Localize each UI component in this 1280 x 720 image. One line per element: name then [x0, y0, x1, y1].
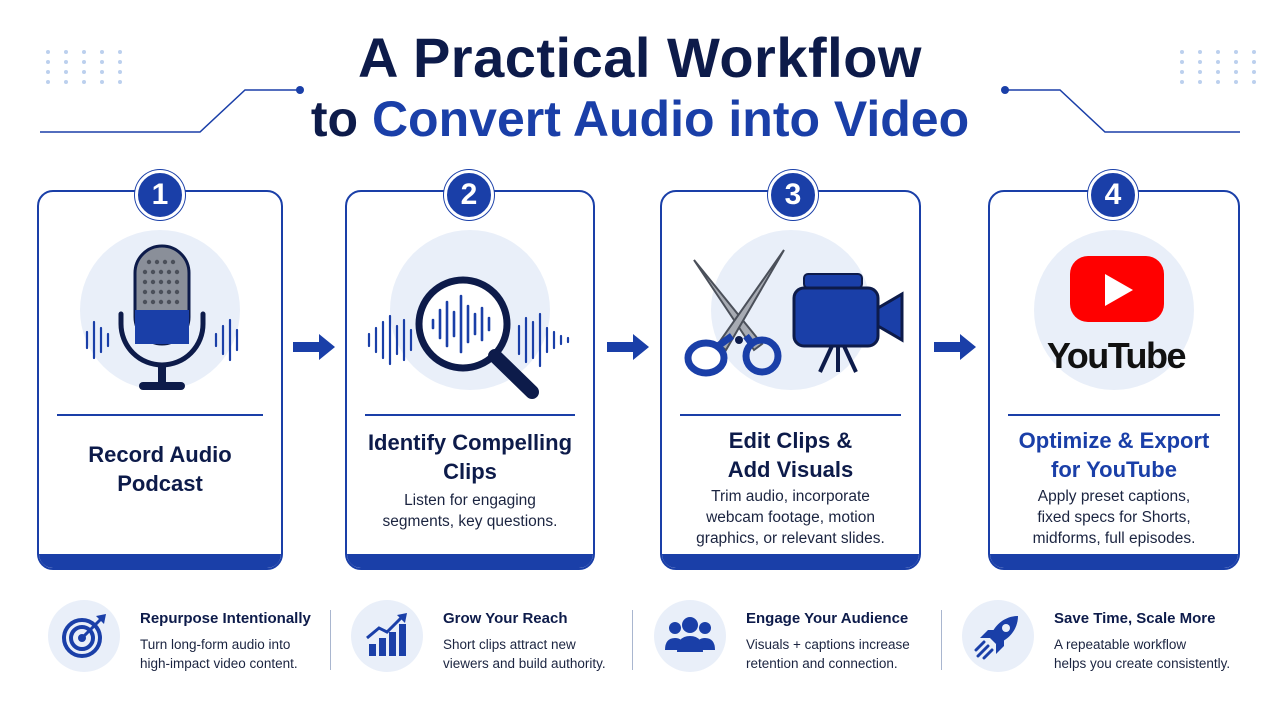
arrow-right-icon — [934, 334, 976, 360]
audience-icon — [654, 600, 726, 672]
step-title-line2: Podcast — [117, 471, 203, 496]
benefit-description: Visuals + captions increase retention an… — [746, 635, 910, 673]
step-description: Listen for engaging segments, key questi… — [361, 490, 579, 532]
benefit-desc-line: Visuals + captions increase — [746, 637, 910, 652]
step-desc-line: fixed specs for Shorts, — [1037, 509, 1191, 526]
benefit-item-2: Grow Your Reach Short clips attract new … — [351, 600, 621, 700]
scissors-icon — [684, 249, 785, 377]
step-number-1: 1 — [135, 170, 185, 220]
step-desc-line: Apply preset captions, — [1037, 488, 1191, 505]
youtube-logo-icon: YouTube — [1047, 256, 1187, 376]
step-card-2: Identify Compelling Clips Listen for eng… — [345, 190, 595, 570]
microphone-icon — [85, 244, 239, 390]
step-desc-line: Trim audio, incorporate — [711, 488, 870, 505]
step-title-line1: Edit Clips & — [728, 428, 853, 453]
scissors-camera-icon — [684, 249, 904, 377]
benefit-title: Save Time, Scale More — [1054, 610, 1216, 627]
step-title-line1: Optimize & Export — [1018, 428, 1210, 453]
benefit-title: Repurpose Intentionally — [140, 610, 311, 627]
benefit-title: Grow Your Reach — [443, 610, 568, 627]
step-title-line2: Add Visuals — [727, 457, 854, 482]
step-description: Apply preset captions, fixed specs for S… — [1004, 486, 1224, 549]
benefit-desc-line: helps you create consistently. — [1054, 656, 1231, 671]
benefit-item-4: Save Time, Scale More A repeatable workf… — [962, 600, 1262, 700]
youtube-wordmark: YouTube — [1047, 335, 1186, 376]
step-card-3: Edit Clips & Add Visuals Trim audio, inc… — [660, 190, 921, 570]
step-title: Record Audio Podcast — [49, 440, 271, 498]
benefit-item-3: Engage Your Audience Visuals + captions … — [654, 600, 924, 700]
step-card-4: YouTube Optimize & Export for YouTube Ap… — [988, 190, 1240, 570]
step-title: Identify Compelling Clips — [357, 428, 583, 486]
dot-grid-left — [46, 50, 130, 84]
card-divider — [1008, 414, 1220, 416]
video-camera-icon — [792, 273, 904, 373]
step-title-line1: Identify Compelling — [367, 430, 573, 455]
benefit-desc-line: Short clips attract new — [443, 637, 576, 652]
divider — [330, 610, 331, 670]
step-title: Edit Clips & Add Visuals — [672, 426, 909, 484]
page-title-line2: to Convert Audio into Video — [0, 94, 1280, 144]
page-title-line1: A Practical Workflow — [358, 26, 922, 89]
benefit-desc-line: high-impact video content. — [140, 656, 298, 671]
card-divider — [680, 414, 901, 416]
arrow-right-icon — [293, 334, 335, 360]
benefit-desc-line: Turn long-form audio into — [140, 637, 291, 652]
step-number-3: 3 — [768, 170, 818, 220]
dot-grid-right — [1180, 50, 1264, 84]
arrow-right-icon — [607, 334, 649, 360]
benefit-description: Turn long-form audio into high-impact vi… — [140, 635, 298, 673]
card-divider — [365, 414, 575, 416]
step-number-2: 2 — [444, 170, 494, 220]
title-prefix: to — [310, 91, 372, 147]
benefit-desc-line: retention and connection. — [746, 656, 898, 671]
target-icon — [48, 600, 120, 672]
step-title-line2: Clips — [443, 459, 497, 484]
benefit-title: Engage Your Audience — [746, 610, 909, 627]
step-desc-line: graphics, or relevant slides. — [696, 530, 885, 547]
step-card-1: Record Audio Podcast — [37, 190, 283, 570]
magnifier-waveform-icon — [367, 276, 570, 399]
step-number-4: 4 — [1088, 170, 1138, 220]
benefit-desc-line: A repeatable workflow — [1054, 637, 1187, 652]
step-desc-line: segments, key questions. — [382, 513, 558, 530]
rocket-icon — [962, 600, 1034, 672]
step-desc-line: webcam footage, motion — [706, 509, 875, 526]
benefit-item-1: Repurpose Intentionally Turn long-form a… — [48, 600, 318, 700]
benefit-description: A repeatable workflow helps you create c… — [1054, 635, 1230, 673]
growth-chart-icon — [351, 600, 423, 672]
step-desc-line: Listen for engaging — [404, 492, 536, 509]
title-accent: Convert Audio into Video — [371, 91, 970, 147]
card-divider — [57, 414, 263, 416]
step-desc-line: midforms, full episodes. — [1032, 530, 1196, 547]
step-title-line2: for YouTube — [1051, 457, 1177, 482]
divider — [941, 610, 942, 670]
step-title: Optimize & Export for YouTube — [1000, 426, 1228, 484]
step-description: Trim audio, incorporate webcam footage, … — [676, 486, 905, 549]
step-title-line1: Record Audio — [88, 442, 232, 467]
divider — [632, 610, 633, 670]
benefit-desc-line: viewers and build authority. — [443, 656, 606, 671]
benefit-description: Short clips attract new viewers and buil… — [443, 635, 606, 673]
